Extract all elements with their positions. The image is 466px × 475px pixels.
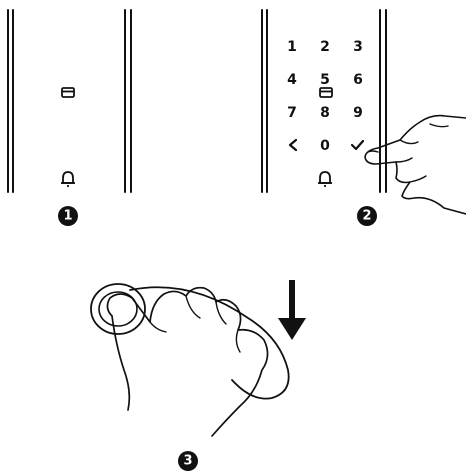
card-icon [61,87,75,98]
keypad-key-9[interactable]: 9 [353,105,363,121]
keypad-key-8[interactable]: 8 [320,105,330,121]
keypad-key-5[interactable]: 5 [320,72,330,88]
bell-icon [61,171,75,187]
hand-grip-icon [90,283,290,437]
keypad-key-7[interactable]: 7 [287,105,297,121]
keypad-key-6[interactable]: 6 [353,72,363,88]
checkmark-icon[interactable] [350,139,365,151]
step-1-badge: 1 [58,206,78,226]
chevron-left-icon[interactable] [288,138,298,152]
keypad-key-4[interactable]: 4 [287,72,297,88]
panel-1-frame [7,9,132,193]
card-icon [319,87,333,98]
hand-touch-icon [364,114,466,215]
keypad-key-2[interactable]: 2 [320,39,330,55]
keypad-key-3[interactable]: 3 [353,39,363,55]
step-1-label: 1 [63,209,72,224]
panel-3-handle: 3 [90,280,306,471]
panel-2-keypad: 1 2 3 4 5 6 7 8 9 0 [261,9,466,226]
step-2-label: 2 [362,209,371,224]
panel-1-lock-idle: 1 [7,9,132,226]
keypad-key-1[interactable]: 1 [287,39,297,55]
step-3-badge: 3 [178,451,198,471]
step-3-label: 3 [183,454,192,469]
keypad-grid: 1 2 3 4 5 6 7 8 9 0 [287,39,365,154]
bell-icon [318,171,332,187]
step-2-badge: 2 [357,206,377,226]
panel-2-frame [261,9,387,193]
keypad-key-0[interactable]: 0 [320,138,330,154]
arrow-down-icon [278,280,306,340]
